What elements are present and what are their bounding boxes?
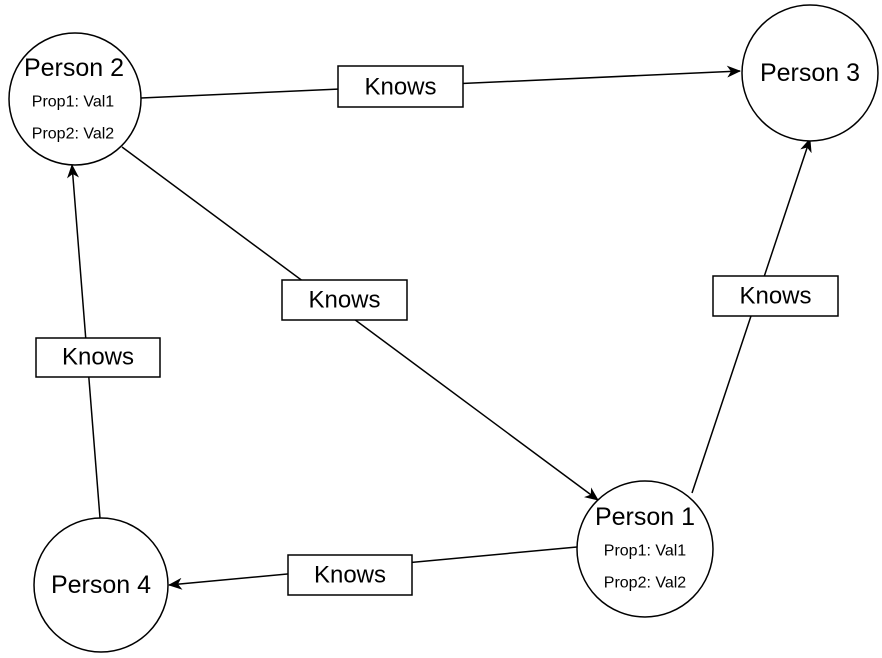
node-title: Person 1	[595, 503, 695, 531]
edge-label-person1-person4[interactable]: Knows	[287, 554, 413, 596]
node-title: Person 3	[760, 59, 860, 87]
edge-line	[121, 146, 599, 501]
node-prop-2: Prop2: Val2	[32, 126, 115, 143]
node-person2[interactable]: Person 2 Prop1: Val1 Prop2: Val2	[8, 32, 142, 166]
node-prop-1: Prop1: Val1	[604, 543, 687, 560]
node-circle	[576, 480, 714, 618]
node-prop-2: Prop2: Val2	[604, 575, 687, 592]
edge-label-person2-person3[interactable]: Knows	[337, 65, 464, 108]
node-title: Person 2	[24, 54, 124, 82]
edge-label-person1-person3[interactable]: Knows	[712, 275, 839, 317]
node-person1[interactable]: Person 1 Prop1: Val1 Prop2: Val2	[576, 480, 714, 618]
label-box	[287, 554, 413, 596]
node-prop-1: Prop1: Val1	[32, 94, 115, 111]
edge-label-person4-person2[interactable]: Knows	[35, 337, 161, 378]
edge-person2-person1[interactable]	[121, 146, 599, 501]
node-circle	[8, 32, 142, 166]
label-text: Knows	[364, 74, 436, 101]
label-box	[712, 275, 839, 317]
label-box	[337, 65, 464, 108]
label-text: Knows	[314, 562, 386, 589]
node-circle	[741, 4, 879, 142]
label-text: Knows	[308, 287, 380, 314]
node-title: Person 4	[51, 571, 151, 599]
node-person4[interactable]: Person 4	[33, 517, 169, 653]
label-text: Knows	[739, 283, 811, 310]
edge-label-person2-person1[interactable]: Knows	[281, 279, 408, 321]
node-person3[interactable]: Person 3	[741, 4, 879, 142]
label-text: Knows	[62, 344, 134, 371]
label-box	[35, 337, 161, 378]
node-circle	[33, 517, 169, 653]
label-box	[281, 279, 408, 321]
